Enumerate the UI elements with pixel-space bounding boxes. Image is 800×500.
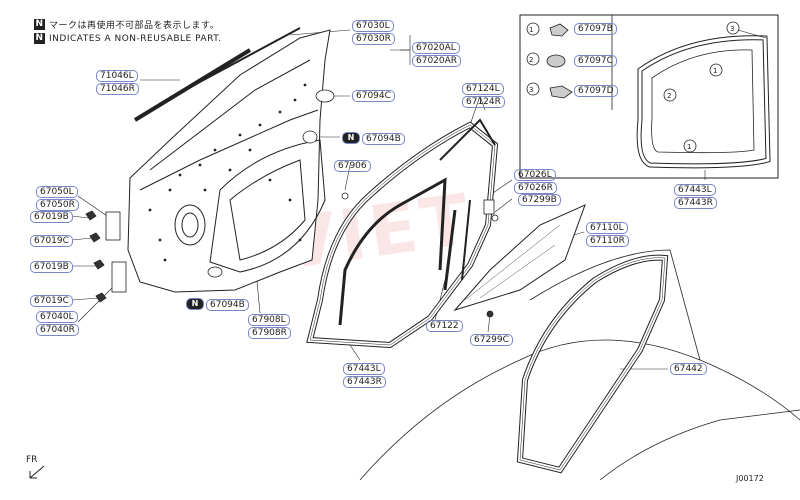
part-link-67122[interactable]: 67122 [426, 320, 463, 332]
callout-2-inset: 2 [667, 92, 672, 100]
part-link-67443[interactable]: 67443L 67443R [343, 363, 386, 388]
plug-67094b-top [302, 130, 318, 144]
non-reusable-marker: N [34, 33, 45, 44]
callout-2: 2 [529, 56, 534, 64]
part-link-67906[interactable]: 67906 [334, 160, 371, 172]
door-inner-panel [127, 29, 331, 293]
part-link-67094c[interactable]: 67094C [352, 90, 395, 102]
inset-weatherstrip [636, 35, 771, 169]
part-link-67019c-bot[interactable]: 67019C [30, 295, 73, 307]
part-link-67443-inset[interactable]: 67443L 67443R [674, 184, 717, 209]
callout-3: 3 [529, 86, 534, 94]
front-arrow [29, 465, 45, 479]
regulator-bracket [483, 199, 499, 318]
part-link-67097b[interactable]: 67097B [574, 23, 617, 35]
clip-icon-2 [546, 54, 566, 68]
part-link-67019c-top[interactable]: 67019C [30, 235, 73, 247]
part-link-67040[interactable]: 67040L 67040R [36, 311, 79, 336]
part-link-67019b-bot[interactable]: 67019B [30, 261, 73, 273]
clip-icon-3 [549, 85, 573, 99]
clip-icon-1 [549, 23, 569, 37]
part-link-67097c[interactable]: 67097C [574, 55, 617, 67]
legend-jp: N マークは再使用不可部品を表示します。 [34, 18, 219, 31]
door-weatherstrip [306, 121, 499, 349]
plug-67094b-bot [207, 266, 223, 278]
part-link-67097d[interactable]: 67097D [574, 85, 618, 97]
part-link-71046[interactable]: 71046L 71046R [96, 70, 139, 95]
door-holes [148, 83, 307, 262]
clip-67906 [341, 192, 349, 200]
body-weatherstrip [516, 254, 669, 474]
door-hinges [85, 210, 127, 303]
part-link-67110[interactable]: 67110L 67110R [586, 222, 629, 247]
part-link-67026[interactable]: 67026L 67026R [514, 169, 557, 194]
part-link-67019b-top[interactable]: 67019B [30, 211, 73, 223]
plug-67094c [315, 89, 335, 103]
part-link-67030[interactable]: 67030L 67030R [352, 20, 395, 45]
legend-en: N INDICATES A NON-REUSABLE PART. [34, 33, 221, 44]
callout-3-inset: 3 [730, 25, 735, 33]
legend-en-text: INDICATES A NON-REUSABLE PART. [49, 33, 222, 44]
part-link-67050[interactable]: 67050L 67050R [36, 186, 79, 211]
callout-1: 1 [529, 26, 534, 34]
front-orientation-label: FR [26, 455, 38, 465]
sash-67122 [443, 209, 457, 291]
window-glass [453, 204, 586, 311]
diagram-code: J00172 [736, 474, 764, 483]
part-link-67020[interactable]: 67020AL 67020AR [412, 42, 462, 67]
part-link-67124[interactable]: 67124L 67124R [462, 83, 505, 108]
callout-1-inset: 1 [713, 67, 718, 75]
part-link-67299c[interactable]: 67299C [470, 334, 513, 346]
legend-jp-text: マークは再使用不可部品を表示します。 [49, 21, 220, 31]
car-body-outline [359, 249, 800, 481]
part-link-67908[interactable]: 67908L 67908R [248, 314, 291, 339]
callout-1-inset-bottom: 1 [687, 143, 692, 151]
part-link-67299b[interactable]: 67299B [518, 194, 561, 206]
non-reusable-marker: N [34, 19, 45, 30]
inset-frame [519, 14, 779, 179]
part-link-67442[interactable]: 67442 [670, 363, 707, 375]
glass-run-channel [439, 118, 496, 161]
